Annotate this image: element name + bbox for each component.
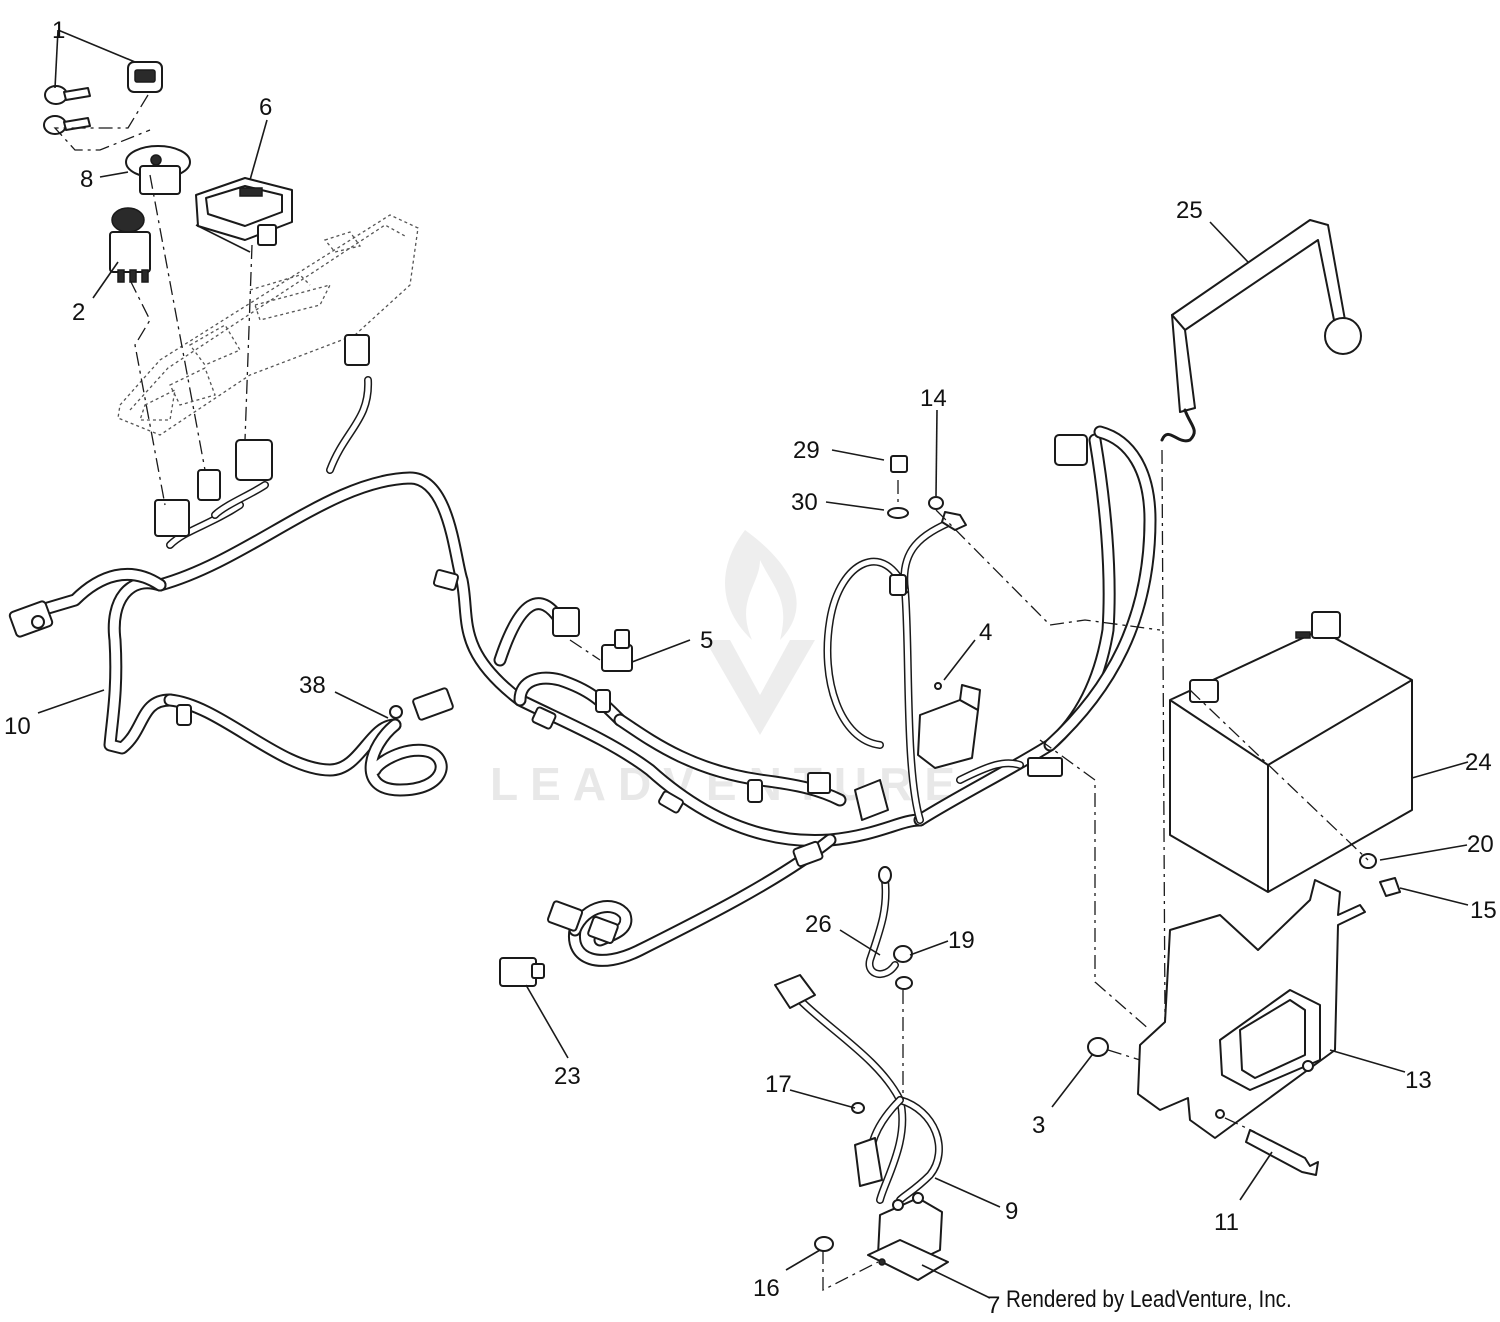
callout-7: 7: [987, 1292, 1000, 1319]
part-8-ignition-switch: [125, 145, 191, 195]
callout-9: 9: [1005, 1198, 1018, 1225]
part-4-module: [917, 682, 981, 769]
hardware-20-15: [1359, 853, 1401, 897]
dash-panel: [117, 214, 419, 436]
part-9-solenoid-harness: [774, 974, 949, 1281]
callout-20: 20: [1467, 831, 1494, 858]
hardware-29-30-14: [887, 455, 967, 531]
callout-24: 24: [1465, 749, 1492, 776]
callout-25: 25: [1176, 197, 1203, 224]
callout-3: 3: [1032, 1112, 1045, 1139]
callout-10: 10: [4, 713, 31, 740]
callout-15: 15: [1470, 897, 1497, 924]
callout-30: 30: [791, 489, 818, 516]
credit-text: Rendered by LeadVenture, Inc.: [1006, 1286, 1292, 1313]
callout-29: 29: [793, 437, 820, 464]
callout-38: 38: [299, 672, 326, 699]
callout-14: 14: [920, 385, 947, 412]
watermark-text: LEADVENTURE: [490, 758, 967, 810]
part-24-battery: [1169, 611, 1413, 893]
callout-23: 23: [554, 1063, 581, 1090]
callout-26: 26: [805, 911, 832, 938]
assembly-lines: [53, 94, 1369, 1292]
wire-harness: [41, 376, 1157, 967]
harness-clips: [8, 334, 1088, 944]
leader-lines: [37, 29, 1469, 1299]
callout-8: 8: [80, 166, 93, 193]
part-13-battery-bracket: [1137, 879, 1366, 1139]
hardware-3-11: [1087, 1037, 1319, 1176]
part-26-cable: [865, 866, 913, 990]
part-6-hour-meter: [195, 177, 293, 246]
part-25-battery-rod: [1160, 219, 1362, 443]
callout-4: 4: [979, 619, 992, 646]
callout-19: 19: [948, 927, 975, 954]
part-1-keys: [43, 61, 163, 135]
callout-11: 11: [1214, 1209, 1239, 1236]
callout-6: 6: [259, 94, 272, 121]
callout-17: 17: [765, 1071, 792, 1098]
callout-5: 5: [700, 627, 713, 654]
callout-1: 1: [52, 17, 65, 44]
part-2-pto-switch: [109, 207, 151, 283]
callout-2: 2: [72, 299, 85, 326]
callout-labels: 1 2 3 4 5 6 7 8 9 10 11 13 14 15 16 17 1…: [4, 17, 1497, 1319]
part-5-connector: [601, 629, 633, 672]
callout-16: 16: [753, 1275, 780, 1302]
part-23-plug: [499, 957, 545, 987]
callout-13: 13: [1405, 1067, 1432, 1094]
